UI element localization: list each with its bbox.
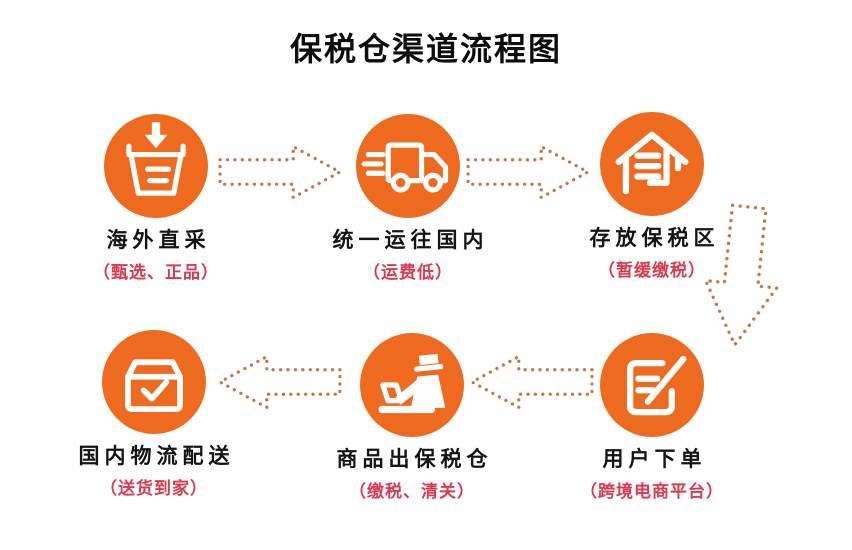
customs-officer-icon bbox=[378, 353, 446, 414]
flow-step-bonded-zone: 存放保税区 （暂缓缴税） bbox=[532, 112, 772, 281]
step-sublabel: （缴税、清关） bbox=[349, 482, 475, 501]
step-circle bbox=[356, 114, 460, 218]
flow-arrow-right-2 bbox=[464, 142, 592, 207]
step-sublabel: （运费低） bbox=[363, 263, 453, 282]
import-basket-icon bbox=[126, 122, 186, 196]
step-label: 存放保税区 bbox=[589, 227, 720, 250]
flow-step-exit-warehouse: 商品出保税仓 （缴税、清关） bbox=[292, 333, 532, 502]
delivery-truck-icon bbox=[361, 142, 449, 193]
step-sublabel: （跨境电商平台） bbox=[580, 482, 724, 501]
flow-step-ship-domestic: 统一运往国内 （运费低） bbox=[288, 114, 528, 283]
step-circle bbox=[360, 333, 464, 437]
step-circle bbox=[102, 330, 206, 434]
flow-step-domestic-delivery: 国内物流配送 （送货到家） bbox=[34, 330, 274, 499]
step-sublabel: （送货到家） bbox=[100, 479, 208, 498]
step-sublabel: （暂缓缴税） bbox=[598, 261, 706, 280]
order-form-icon bbox=[627, 355, 687, 416]
flow-arrow-left-2 bbox=[216, 352, 344, 417]
flow-step-overseas-procurement: 海外直采 （甄选、正品） bbox=[36, 114, 276, 283]
step-label: 国内物流配送 bbox=[78, 445, 235, 468]
step-label: 用户下单 bbox=[602, 448, 707, 471]
step-label: 商品出保税仓 bbox=[336, 448, 493, 471]
flow-arrow-right-1 bbox=[216, 142, 344, 207]
bonded-warehouse-icon bbox=[615, 131, 689, 195]
step-circle bbox=[600, 333, 704, 437]
step-sublabel: （甄选、正品） bbox=[93, 263, 219, 282]
step-label: 统一运往国内 bbox=[332, 229, 489, 252]
flow-step-user-order: 用户下单 （跨境电商平台） bbox=[532, 333, 772, 502]
package-check-icon bbox=[125, 359, 183, 412]
step-label: 海外直采 bbox=[106, 229, 211, 252]
page-title: 保税仓渠道流程图 bbox=[289, 31, 562, 67]
flow-arrow-left-1 bbox=[468, 352, 596, 417]
flow-arrow-down bbox=[700, 202, 784, 357]
step-circle bbox=[104, 114, 208, 218]
step-circle bbox=[600, 112, 704, 216]
